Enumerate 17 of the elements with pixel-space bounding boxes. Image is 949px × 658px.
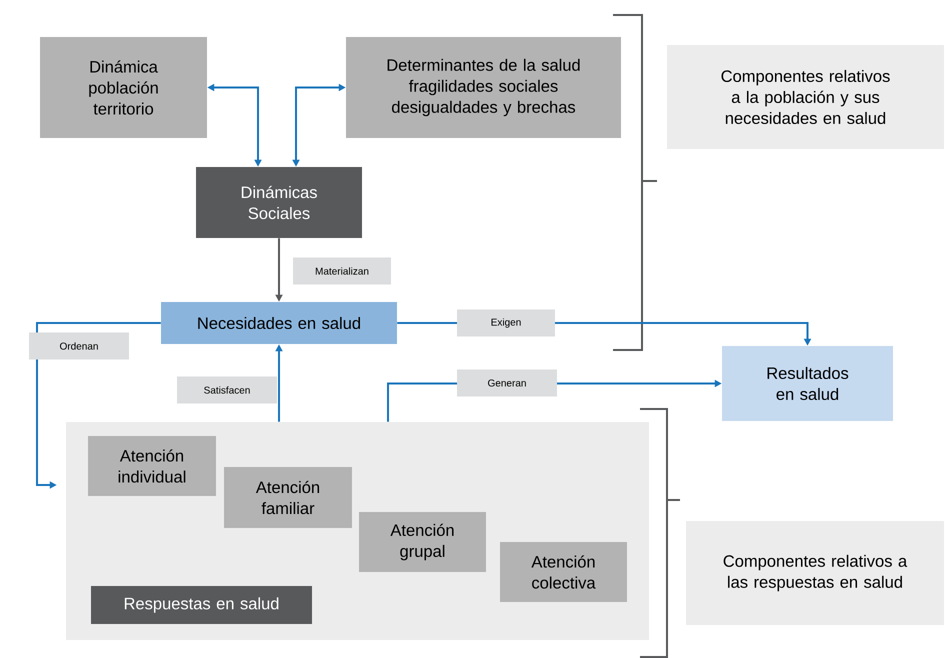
process-box: Dinámicas Sociales xyxy=(196,167,362,238)
process-box: Atención familiar xyxy=(224,467,352,528)
edge-label: Generan xyxy=(457,370,557,396)
edge-label: Materializan xyxy=(293,258,391,284)
process-box: Atención grupal xyxy=(359,512,486,572)
process-box: Dinámica población territorio xyxy=(40,37,207,138)
process-box: Atención individual xyxy=(88,436,216,496)
note-box: Componentes relativos a la población y sus necesidades en salud xyxy=(667,45,944,149)
process-box: Necesidades en salud xyxy=(161,302,397,344)
note-box: Componentes relativos a las respuestas en salud xyxy=(686,521,944,625)
edge-label: Satisfacen xyxy=(177,376,277,404)
edge-label: Ordenan xyxy=(29,332,129,360)
process-box: Atención colectiva xyxy=(500,542,627,602)
title-box: Respuestas en salud xyxy=(91,586,312,624)
process-box: Resultados en salud xyxy=(722,346,894,421)
edge-label: Exigen xyxy=(457,310,555,336)
process-box: Determinantes de la salud fragilidades sociales desigualdades y brechas xyxy=(346,37,621,138)
